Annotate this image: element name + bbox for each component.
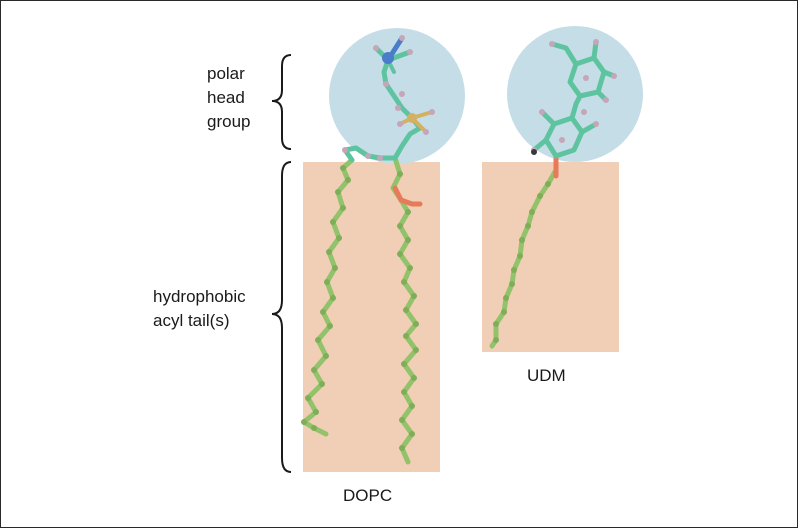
udm-head-hydrogens xyxy=(531,39,617,153)
udm-label: UDM xyxy=(527,366,566,385)
hydrophobic-tail-label-line-2: acyl tail(s) xyxy=(153,311,230,330)
polar-head-group-label: polar head group xyxy=(207,62,250,134)
head-brace xyxy=(271,54,292,150)
udm-head-region xyxy=(507,26,643,162)
udm-acyl-chain-atoms xyxy=(493,181,551,343)
dopc-acyl-chain-1 xyxy=(301,157,355,437)
udm-terminal-atom xyxy=(531,149,537,155)
polar-head-group-label-line-1: polar xyxy=(207,64,245,83)
dopc-ester-oxygen-bond xyxy=(392,185,423,207)
dopc-acyl-chain-2-atoms xyxy=(397,171,419,451)
tail-brace xyxy=(271,161,292,473)
dopc-label: DOPC xyxy=(343,486,393,505)
polar-head-group-label-line-2: head xyxy=(207,88,245,107)
dopc-acyl-chain-1-atoms xyxy=(301,165,351,431)
hydrophobic-tail-label-line-1: hydrophobic xyxy=(153,287,246,306)
polar-head-group-label-line-3: group xyxy=(207,112,251,131)
dopc-head-group xyxy=(342,35,435,163)
udm-tail-region xyxy=(482,162,619,352)
hydrophobic-tail-label: hydrophobic acyl tail(s) xyxy=(153,285,246,333)
